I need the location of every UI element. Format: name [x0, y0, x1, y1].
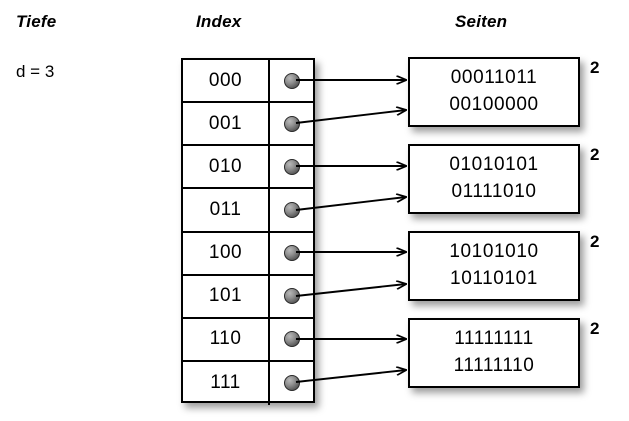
- column-heading-depth: Tiefe: [16, 12, 57, 31]
- index-row: 010: [183, 146, 313, 190]
- page-record-line: 10110101: [450, 268, 538, 289]
- filled-dot-icon: [283, 201, 300, 218]
- index-key-label: 010: [208, 155, 243, 177]
- index-key-label: 100: [208, 242, 243, 264]
- index-pointer-cell: [270, 319, 313, 360]
- page-bucket-box: 11111111 11111110: [408, 318, 580, 388]
- index-key-cell: 110: [183, 318, 270, 360]
- page-local-depth-label: 2: [590, 58, 600, 77]
- page-local-depth-label: 2: [590, 319, 600, 338]
- index-row: 011: [183, 189, 313, 233]
- index-pointer-cell: [270, 60, 313, 101]
- index-row: 000: [183, 60, 313, 104]
- page-record-line: 00100000: [449, 94, 539, 115]
- index-key-label: 000: [208, 69, 243, 91]
- page-record-line: 01111010: [451, 181, 537, 202]
- index-key-cell: 010: [183, 146, 270, 188]
- filled-dot-icon: [283, 375, 300, 392]
- page-record-line: 11111111: [454, 328, 534, 350]
- index-pointer-cell: [270, 362, 313, 405]
- index-pointer-cell: [270, 276, 313, 317]
- page-record-line: 10101010: [449, 241, 539, 263]
- filled-dot-icon: [283, 72, 300, 89]
- index-key-label: 110: [209, 328, 242, 350]
- filled-dot-icon: [283, 115, 300, 132]
- index-row: 101: [183, 275, 313, 319]
- page-record-line: 11111110: [453, 355, 535, 376]
- page-bucket-box: 10101010 10110101: [408, 231, 580, 301]
- filled-dot-icon: [283, 245, 300, 262]
- index-key-cell: 000: [183, 60, 270, 102]
- page-record-line: 01010101: [449, 154, 539, 176]
- index-key-label: 011: [209, 198, 242, 220]
- index-key-label: 001: [208, 112, 243, 134]
- page-local-depth-label: 2: [590, 145, 600, 164]
- index-directory-table: 000 001 010 011: [181, 58, 315, 405]
- column-heading-pages: Seiten: [455, 12, 508, 31]
- filled-dot-icon: [283, 331, 300, 348]
- index-row: 100: [183, 232, 313, 276]
- page-local-depth-label: 2: [590, 232, 600, 251]
- index-key-cell: 100: [183, 232, 270, 274]
- page-bucket-box: 00011011 00100000: [408, 57, 580, 127]
- filled-dot-icon: [283, 158, 300, 175]
- filled-dot-icon: [283, 288, 300, 305]
- index-pointer-cell: [270, 189, 313, 230]
- column-heading-index: Index: [196, 12, 242, 31]
- index-row: 111: [183, 361, 313, 405]
- index-row: 110: [183, 318, 313, 362]
- index-key-cell: 011: [183, 189, 270, 231]
- index-key-cell: 001: [183, 103, 270, 145]
- index-key-label: 111: [210, 372, 241, 394]
- index-key-cell: 111: [183, 361, 270, 405]
- index-row: 001: [183, 103, 313, 147]
- page-bucket-box: 01010101 01111010: [408, 144, 580, 214]
- page-record-line: 00011011: [450, 67, 538, 89]
- index-key-label: 101: [208, 285, 243, 307]
- index-key-cell: 101: [183, 275, 270, 317]
- index-pointer-cell: [270, 103, 313, 144]
- depth-value-label: d = 3: [16, 62, 55, 81]
- index-pointer-cell: [270, 146, 313, 187]
- index-pointer-cell: [270, 233, 313, 274]
